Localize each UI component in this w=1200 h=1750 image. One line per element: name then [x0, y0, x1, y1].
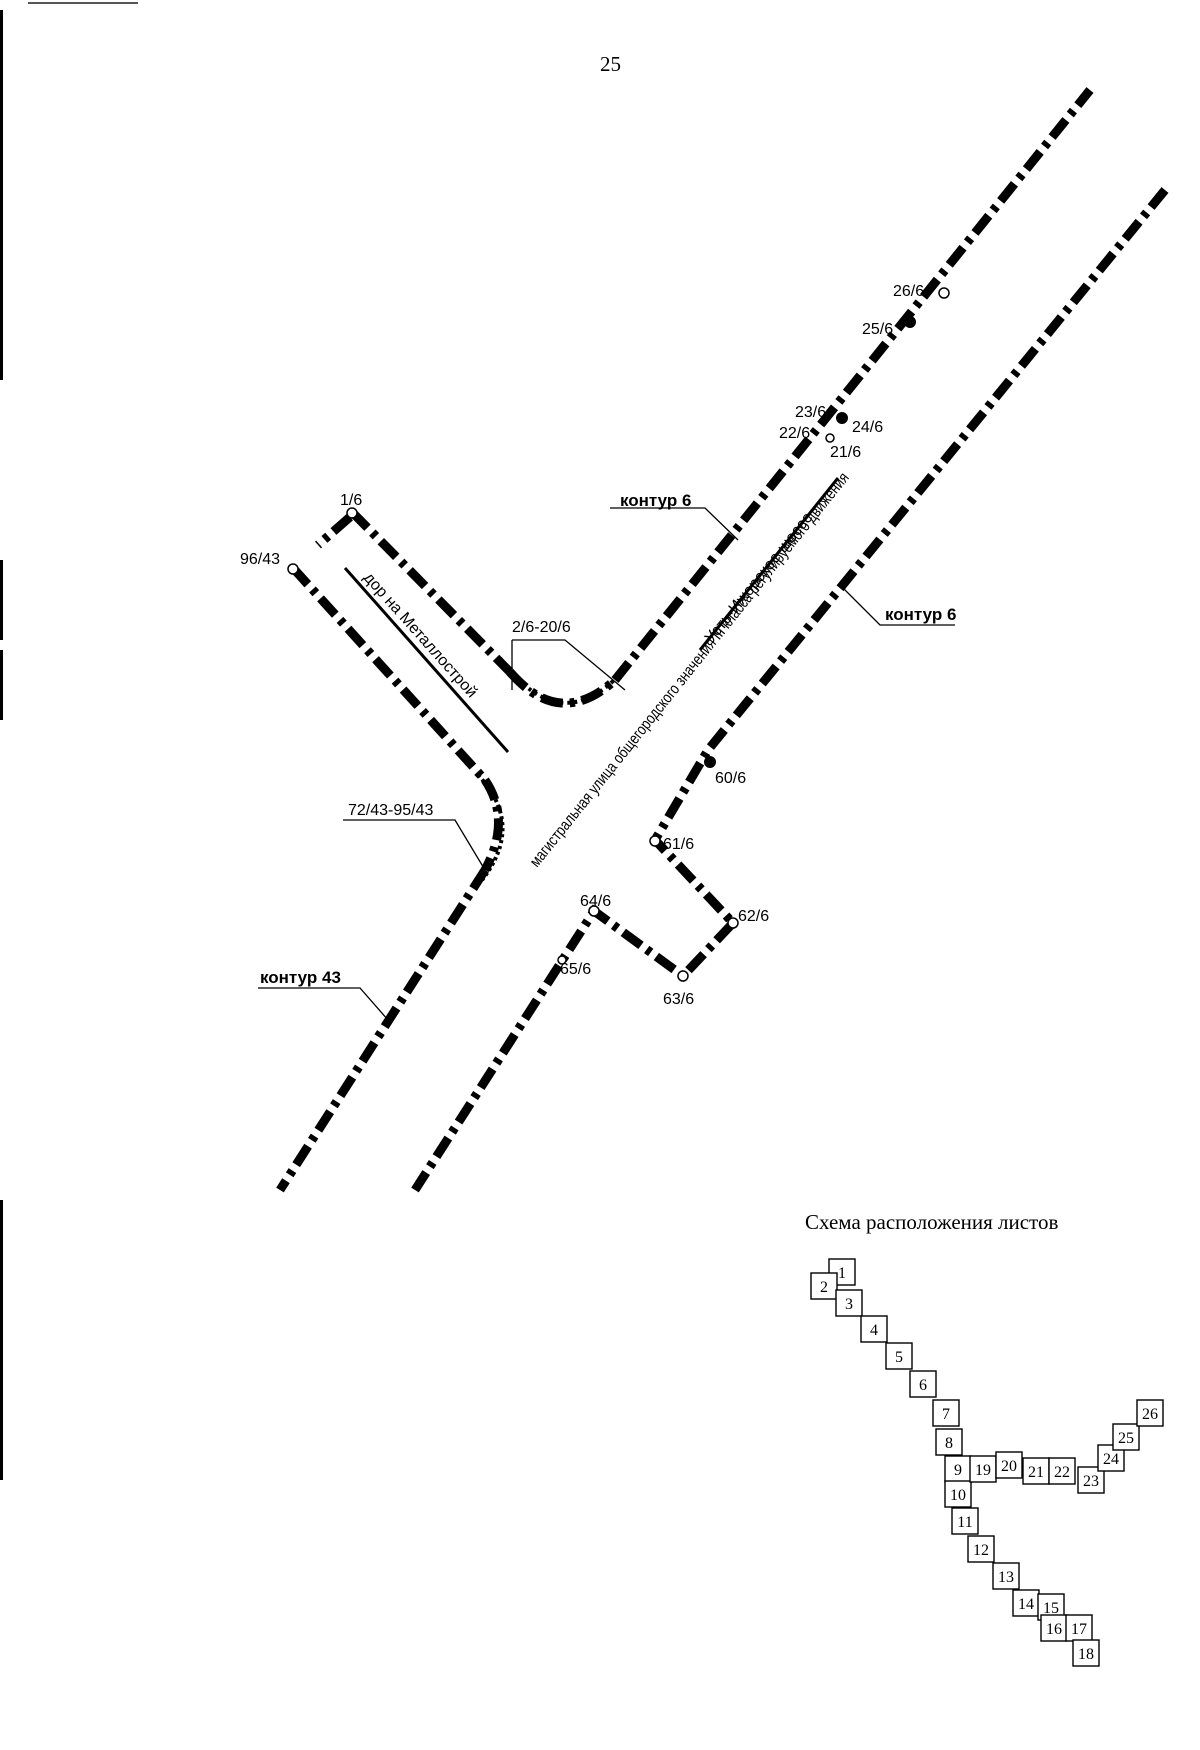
sheet-cell-10: 10 [944, 1480, 972, 1508]
sheet-cell-26: 26 [1136, 1399, 1164, 1427]
contour-label-6-top: контур 6 [620, 491, 691, 510]
sheet-number: 8 [945, 1435, 953, 1452]
point-label-64-6: 64/6 [580, 893, 611, 910]
point-label-1-6: 1/6 [340, 492, 362, 509]
point-marker [287, 563, 299, 575]
sheet-number: 24 [1103, 1451, 1119, 1468]
sheet-cell-4: 4 [860, 1315, 888, 1343]
scan-edge-mark [0, 10, 3, 380]
point-marker [677, 970, 689, 982]
sheet-number: 11 [957, 1514, 972, 1531]
point-marker [557, 955, 567, 965]
street-label-metallostroy: дор на Металлострой [360, 569, 480, 701]
sheet-number: 20 [1001, 1458, 1017, 1475]
sheet-number: 23 [1083, 1473, 1099, 1490]
sheet-cell-11: 11 [951, 1507, 979, 1535]
sheet-number: 19 [975, 1462, 991, 1479]
sheet-cell-3: 3 [835, 1289, 863, 1317]
sheet-cell-21: 21 [1022, 1457, 1050, 1485]
sheet-cell-17: 17 [1065, 1614, 1093, 1642]
sheet-cell-23: 23 [1077, 1466, 1105, 1494]
point-marker [904, 316, 916, 328]
sheet-scheme-title: Схема расположения листов [805, 1210, 1059, 1234]
contour-label-43: контур 43 [260, 968, 341, 987]
sheet-number: 1 [838, 1265, 846, 1282]
point-marker [938, 287, 950, 299]
sheet-number: 12 [973, 1542, 989, 1559]
scan-top-mark [28, 2, 138, 4]
point-label-63-6: 63/6 [663, 991, 694, 1008]
contour-6-right-boundary [411, 187, 1169, 1193]
scan-edge-mark [0, 650, 3, 720]
point-marker [836, 412, 848, 424]
point-label-2-20: 2/6-20/6 [512, 619, 571, 636]
point-marker [825, 433, 835, 443]
sheet-number: 26 [1142, 1406, 1158, 1423]
sheet-cell-18: 18 [1072, 1639, 1100, 1667]
sheet-cell-12: 12 [967, 1535, 995, 1563]
contour-6-upper-boundary [348, 87, 1094, 708]
sheet-cell-13: 13 [992, 1562, 1020, 1590]
sheet-number: 14 [1018, 1596, 1034, 1613]
point-label-62-6: 62/6 [738, 908, 769, 925]
sheet-number: 15 [1043, 1600, 1059, 1617]
point-label-24-6: 24/6 [852, 419, 883, 436]
point-label-23-6: 23/6 [795, 404, 826, 421]
sheet-number: 18 [1078, 1646, 1094, 1663]
point-label-26-6: 26/6 [893, 283, 924, 300]
sheet-number: 16 [1046, 1621, 1062, 1638]
leader-lines [258, 507, 955, 1021]
scan-edge-mark [0, 560, 3, 640]
sheet-cell-2: 2 [810, 1272, 838, 1300]
street-direction-arrows [343, 477, 840, 753]
point-marker [704, 756, 716, 768]
point-marker [649, 835, 661, 847]
scan-edge-mark [0, 1200, 3, 1480]
sheet-cell-8: 8 [935, 1428, 963, 1456]
point-marker [727, 917, 739, 929]
sheet-number: 25 [1118, 1430, 1134, 1447]
sheet-number: 6 [919, 1377, 927, 1394]
point-label-60-6: 60/6 [715, 770, 746, 787]
point-label-96-43: 96/43 [240, 551, 280, 568]
sheet-cell-9: 9 [944, 1455, 972, 1483]
point-label-25-6: 25/6 [862, 321, 893, 338]
sheet-number: 7 [942, 1406, 950, 1423]
sheet-number: 13 [998, 1569, 1014, 1586]
sheet-number: 9 [954, 1462, 962, 1479]
sheet-number: 5 [895, 1349, 903, 1366]
point-label-65-6: 65/6 [560, 961, 591, 978]
sheet-cell-16: 16 [1040, 1614, 1068, 1642]
sheet-cell-25: 25 [1112, 1423, 1140, 1451]
page-number: 25 [600, 52, 621, 76]
survey-points [287, 287, 950, 982]
sheet-number: 21 [1028, 1464, 1044, 1481]
contour-label-6-right: контур 6 [885, 605, 956, 624]
street-label-main: магистральная улица общегородского значе… [527, 470, 853, 871]
sheet-cell-15: 15 [1037, 1593, 1065, 1621]
contour-43-boundary [276, 513, 505, 1193]
sheet-number: 3 [845, 1296, 853, 1313]
point-label-61-6: 61/6 [663, 836, 694, 853]
point-label-72-95: 72/43-95/43 [348, 802, 434, 819]
sheet-cell-14: 14 [1012, 1589, 1040, 1617]
sheet-number: 10 [950, 1487, 966, 1504]
boundary-map: .bnd { fill: none; stroke: #000; stroke-… [240, 87, 1169, 1193]
point-label-21-6: 21/6 [830, 444, 861, 461]
sheet-cell-20: 20 [995, 1451, 1023, 1479]
point-label-22-6: 22/6 [779, 425, 810, 442]
point-marker [346, 507, 358, 519]
sheet-number: 22 [1054, 1464, 1070, 1481]
sheet-cell-6: 6 [909, 1370, 937, 1398]
sheet-cell-5: 5 [885, 1342, 913, 1370]
sheet-cell-7: 7 [932, 1399, 960, 1427]
sheet-cell-22: 22 [1048, 1457, 1076, 1485]
sheet-cell-19: 19 [969, 1455, 997, 1483]
document-page: 25 .bnd { fill: none; stroke: #000; stro… [0, 2, 1169, 1667]
point-marker [588, 905, 600, 917]
sheet-number: 4 [870, 1322, 878, 1339]
sheet-number: 2 [820, 1279, 828, 1296]
sheet-number: 17 [1071, 1621, 1087, 1638]
